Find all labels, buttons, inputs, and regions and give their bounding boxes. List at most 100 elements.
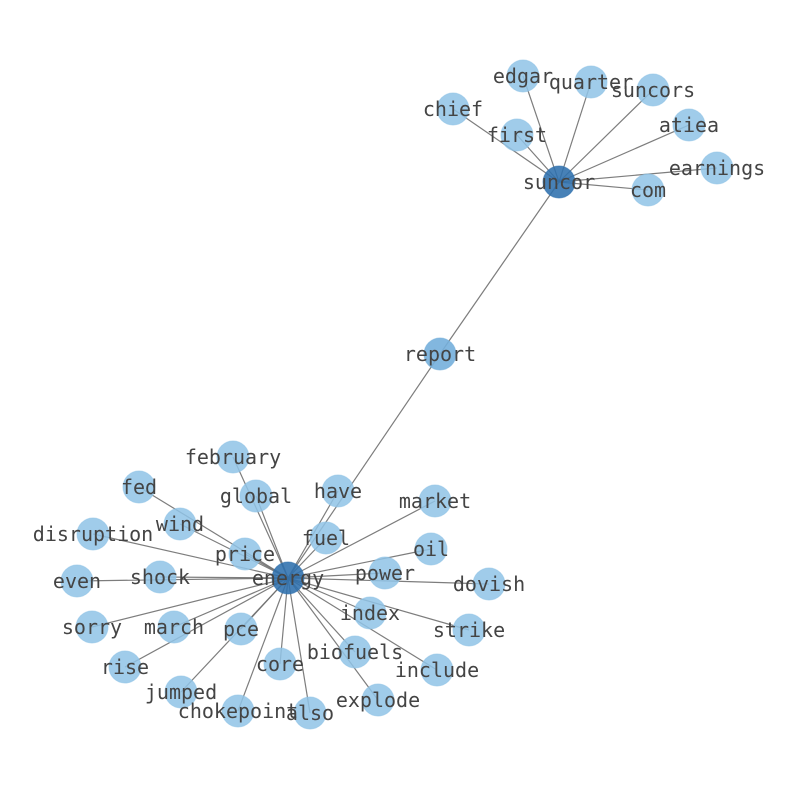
node-label-fuel: fuel: [302, 526, 350, 550]
node-also: [293, 696, 327, 730]
node-label-have: have: [314, 479, 362, 503]
node-label-sorry: sorry: [62, 615, 122, 639]
node-label-earnings: earnings: [669, 156, 765, 180]
node-index: [353, 596, 387, 630]
edge-energy-march: [173, 577, 289, 628]
node-atiea: [672, 108, 706, 142]
node-label-first: first: [487, 123, 547, 147]
node-label-edgar: edgar: [493, 64, 553, 88]
edge-suncor-earnings: [558, 167, 718, 183]
node-label-shock: shock: [130, 565, 190, 589]
node-even: [60, 564, 94, 598]
node-shock: [143, 560, 177, 594]
node-chief: [436, 92, 470, 126]
node-label-com: com: [630, 178, 666, 202]
node-label-biofuels: biofuels: [307, 640, 403, 664]
node-suncors: [636, 73, 670, 107]
node-label-fed: fed: [121, 475, 157, 499]
node-include: [420, 653, 454, 687]
node-report: [423, 337, 457, 371]
node-label-rise: rise: [101, 655, 149, 679]
node-fed: [122, 470, 156, 504]
node-price: [228, 537, 262, 571]
node-label-index: index: [340, 601, 400, 625]
node-wind: [163, 507, 197, 541]
node-label-suncor: suncor: [523, 170, 595, 194]
node-label-include: include: [395, 658, 479, 682]
node-label-disruption: disruption: [33, 522, 153, 546]
edge-energy-disruption: [92, 533, 289, 579]
node-label-suncors: suncors: [611, 78, 695, 102]
edge-suncor-edgar: [522, 75, 560, 183]
node-explode: [361, 683, 395, 717]
edge-energy-explode: [287, 577, 379, 701]
node-core: [263, 647, 297, 681]
edge-energy-even: [76, 577, 289, 582]
node-global: [239, 479, 273, 513]
edge-energy-shock: [159, 576, 289, 579]
node-com: [631, 173, 665, 207]
node-sorry: [75, 610, 109, 644]
node-have: [321, 474, 355, 508]
node-label-february: february: [185, 445, 281, 469]
node-market: [418, 484, 452, 518]
node-jumped: [164, 675, 198, 709]
edge-suncor-report: [439, 181, 560, 355]
node-suncor: [542, 165, 576, 199]
edge-suncor-suncors: [558, 89, 654, 183]
edge-energy-sorry: [91, 577, 289, 628]
node-label-wind: wind: [156, 512, 204, 536]
node-first: [500, 118, 534, 152]
node-dovish: [472, 567, 506, 601]
edge-energy-rise: [124, 577, 289, 668]
node-label-oil: oil: [413, 537, 449, 561]
edge-energy-biofuels: [287, 577, 356, 653]
node-label-quarter: quarter: [549, 70, 633, 94]
node-label-also: also: [286, 701, 334, 725]
node-label-jumped: jumped: [145, 680, 217, 704]
node-label-atiea: atiea: [659, 113, 719, 137]
node-label-price: price: [215, 542, 275, 566]
node-february: [216, 440, 250, 474]
node-strike: [452, 613, 486, 647]
edge-suncor-atiea: [558, 124, 690, 183]
node-edgar: [506, 59, 540, 93]
edge-energy-chokepoint: [237, 577, 289, 712]
node-label-market: market: [399, 489, 471, 513]
node-label-explode: explode: [336, 688, 420, 712]
node-label-report: report: [404, 342, 476, 366]
edge-suncor-quarter: [558, 81, 592, 183]
node-march: [157, 610, 191, 644]
node-label-pce: pce: [223, 617, 259, 641]
node-label-core: core: [256, 652, 304, 676]
node-label-chief: chief: [423, 97, 483, 121]
node-label-strike: strike: [433, 618, 505, 642]
nodes-layer: [60, 59, 734, 730]
node-chokepoint: [221, 694, 255, 728]
edge-energy-fed: [138, 486, 289, 579]
node-label-march: march: [144, 615, 204, 639]
edge-energy-also: [287, 577, 311, 714]
node-earnings: [700, 151, 734, 185]
node-label-energy: energy: [252, 566, 324, 590]
node-power: [368, 556, 402, 590]
node-pce: [224, 612, 258, 646]
node-biofuels: [338, 635, 372, 669]
node-quarter: [574, 65, 608, 99]
node-oil: [414, 532, 448, 566]
node-disruption: [76, 517, 110, 551]
node-energy: [271, 561, 305, 595]
node-label-global: global: [220, 484, 292, 508]
node-fuel: [309, 521, 343, 555]
node-label-chokepoint: chokepoint: [178, 699, 298, 723]
node-label-even: even: [53, 569, 101, 593]
node-rise: [108, 650, 142, 684]
node-label-dovish: dovish: [453, 572, 525, 596]
node-label-power: power: [355, 561, 415, 585]
edge-energy-february: [232, 456, 289, 579]
edge-energy-market: [287, 500, 436, 579]
edge-energy-oil: [287, 548, 432, 579]
